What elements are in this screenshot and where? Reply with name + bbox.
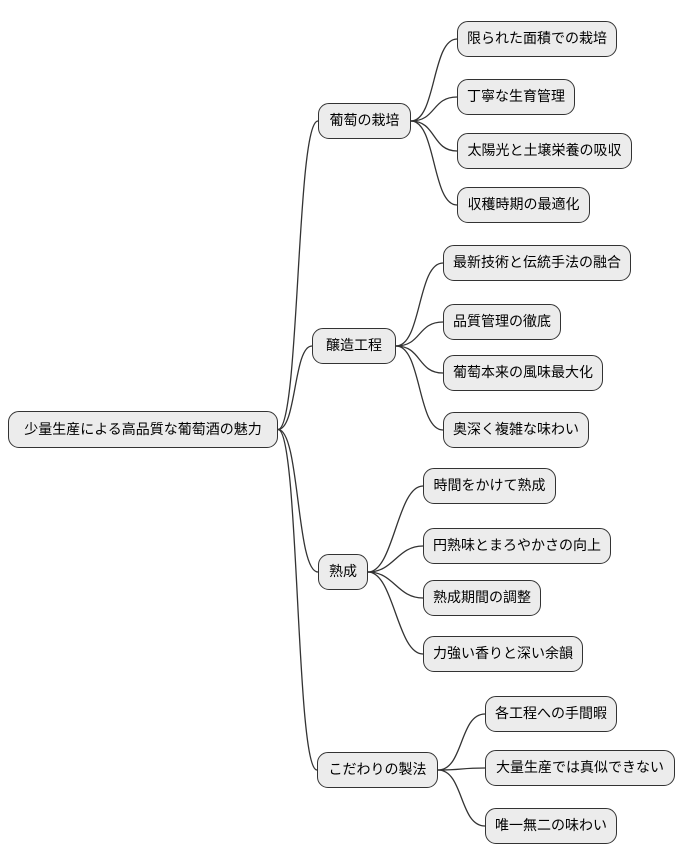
connector	[437, 769, 486, 827]
connector	[277, 428, 319, 573]
connector	[367, 571, 424, 599]
connector	[367, 545, 424, 573]
leaf-tech-tradition-fusion: 最新技術と伝統手法の融合	[443, 245, 631, 281]
leaf-one-of-a-kind-taste: 唯一無二の味わい	[485, 808, 617, 844]
leaf-strong-aroma-finish: 力強い香りと深い余韻	[423, 636, 583, 672]
connector	[395, 321, 444, 347]
leaf-harvest-timing: 収穫時期の最適化	[457, 187, 590, 223]
leaf-sun-soil-nutrition: 太陽光と土壌栄養の吸収	[457, 133, 632, 169]
leaf-careful-growth: 丁寧な生育管理	[457, 79, 575, 115]
root-node: 少量生産による高品質な葡萄酒の魅力	[8, 411, 278, 448]
leaf-limited-area: 限られた面積での栽培	[457, 21, 617, 57]
branch-brewing-process: 醸造工程	[312, 328, 396, 364]
leaf-deep-complex-taste: 奥深く複雑な味わい	[443, 412, 589, 448]
leaf-quality-control: 品質管理の徹底	[443, 304, 561, 340]
connector	[410, 120, 458, 152]
connector	[410, 38, 458, 122]
connector	[367, 571, 424, 655]
connector	[410, 120, 458, 206]
connector	[277, 428, 318, 771]
leaf-mellowness-improvement: 円熟味とまろやかさの向上	[423, 528, 611, 564]
connector	[395, 345, 444, 374]
branch-grape-cultivation: 葡萄の栽培	[318, 103, 411, 139]
connector	[277, 120, 319, 431]
leaf-aging-period-adjustment: 熟成期間の調整	[423, 580, 541, 616]
leaf-not-mass-producible: 大量生産では真似できない	[485, 750, 675, 786]
connector	[410, 96, 458, 122]
branch-artisan-method: こだわりの製法	[317, 752, 438, 788]
leaf-labor-each-step: 各工程への手間暇	[485, 696, 617, 732]
connector	[437, 713, 486, 771]
connector	[395, 262, 444, 347]
connector	[367, 485, 424, 573]
connector	[437, 767, 486, 771]
connector	[395, 345, 444, 431]
connector	[277, 345, 313, 431]
leaf-grape-flavor-max: 葡萄本来の風味最大化	[443, 355, 603, 391]
branch-aging: 熟成	[318, 554, 368, 590]
leaf-slow-aging: 時間をかけて熟成	[423, 468, 556, 504]
